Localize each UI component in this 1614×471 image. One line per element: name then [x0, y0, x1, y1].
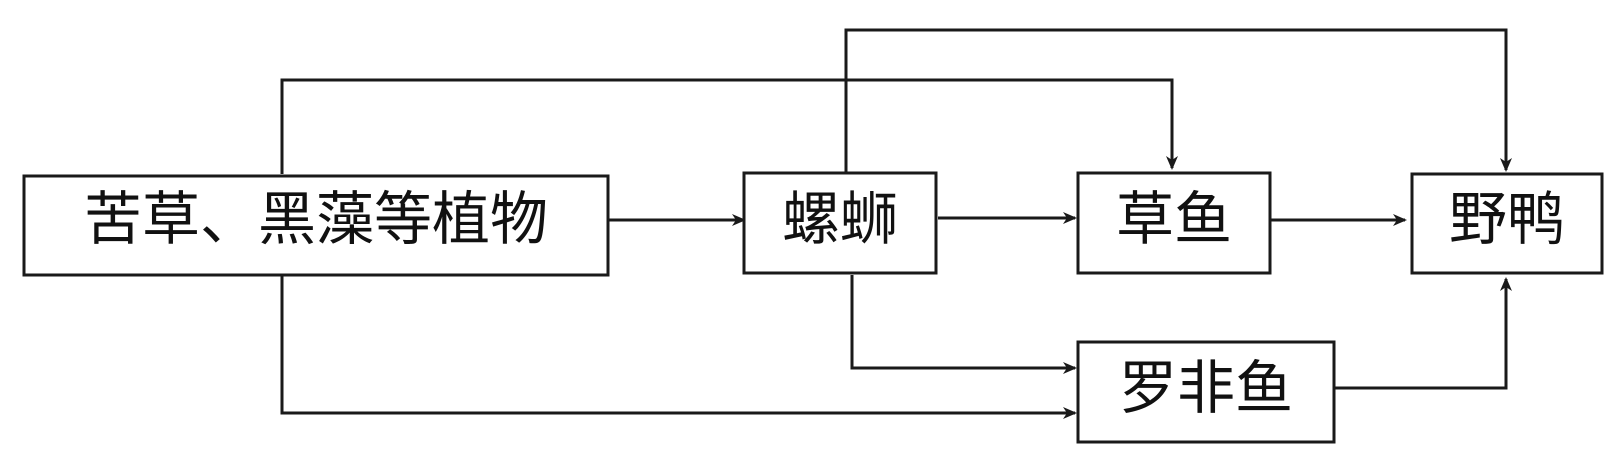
- node-snail-label: 螺蛳: [782, 185, 898, 253]
- node-wild-duck: 野鸭: [1410, 172, 1604, 275]
- node-grass-carp-label: 草鱼: [1116, 185, 1232, 253]
- edge-plants-to-grass-carp: [280, 78, 1178, 174]
- node-tilapia-label: 罗非鱼: [1119, 354, 1293, 422]
- edge-snail-to-tilapia: [850, 275, 1077, 374]
- edge-snail-to-wild-duck: [844, 28, 1512, 173]
- node-plants-label: 苦草、黑藻等植物: [84, 185, 548, 253]
- node-tilapia: 罗非鱼: [1076, 340, 1336, 444]
- node-wild-duck-label: 野鸭: [1449, 185, 1565, 253]
- node-snail: 螺蛳: [742, 171, 938, 275]
- node-grass-carp: 草鱼: [1076, 171, 1272, 275]
- edge-tilapia-to-wild-duck: [1334, 277, 1512, 390]
- node-plants: 苦草、黑藻等植物: [22, 174, 610, 277]
- edge-plants-to-tilapia: [280, 276, 1077, 419]
